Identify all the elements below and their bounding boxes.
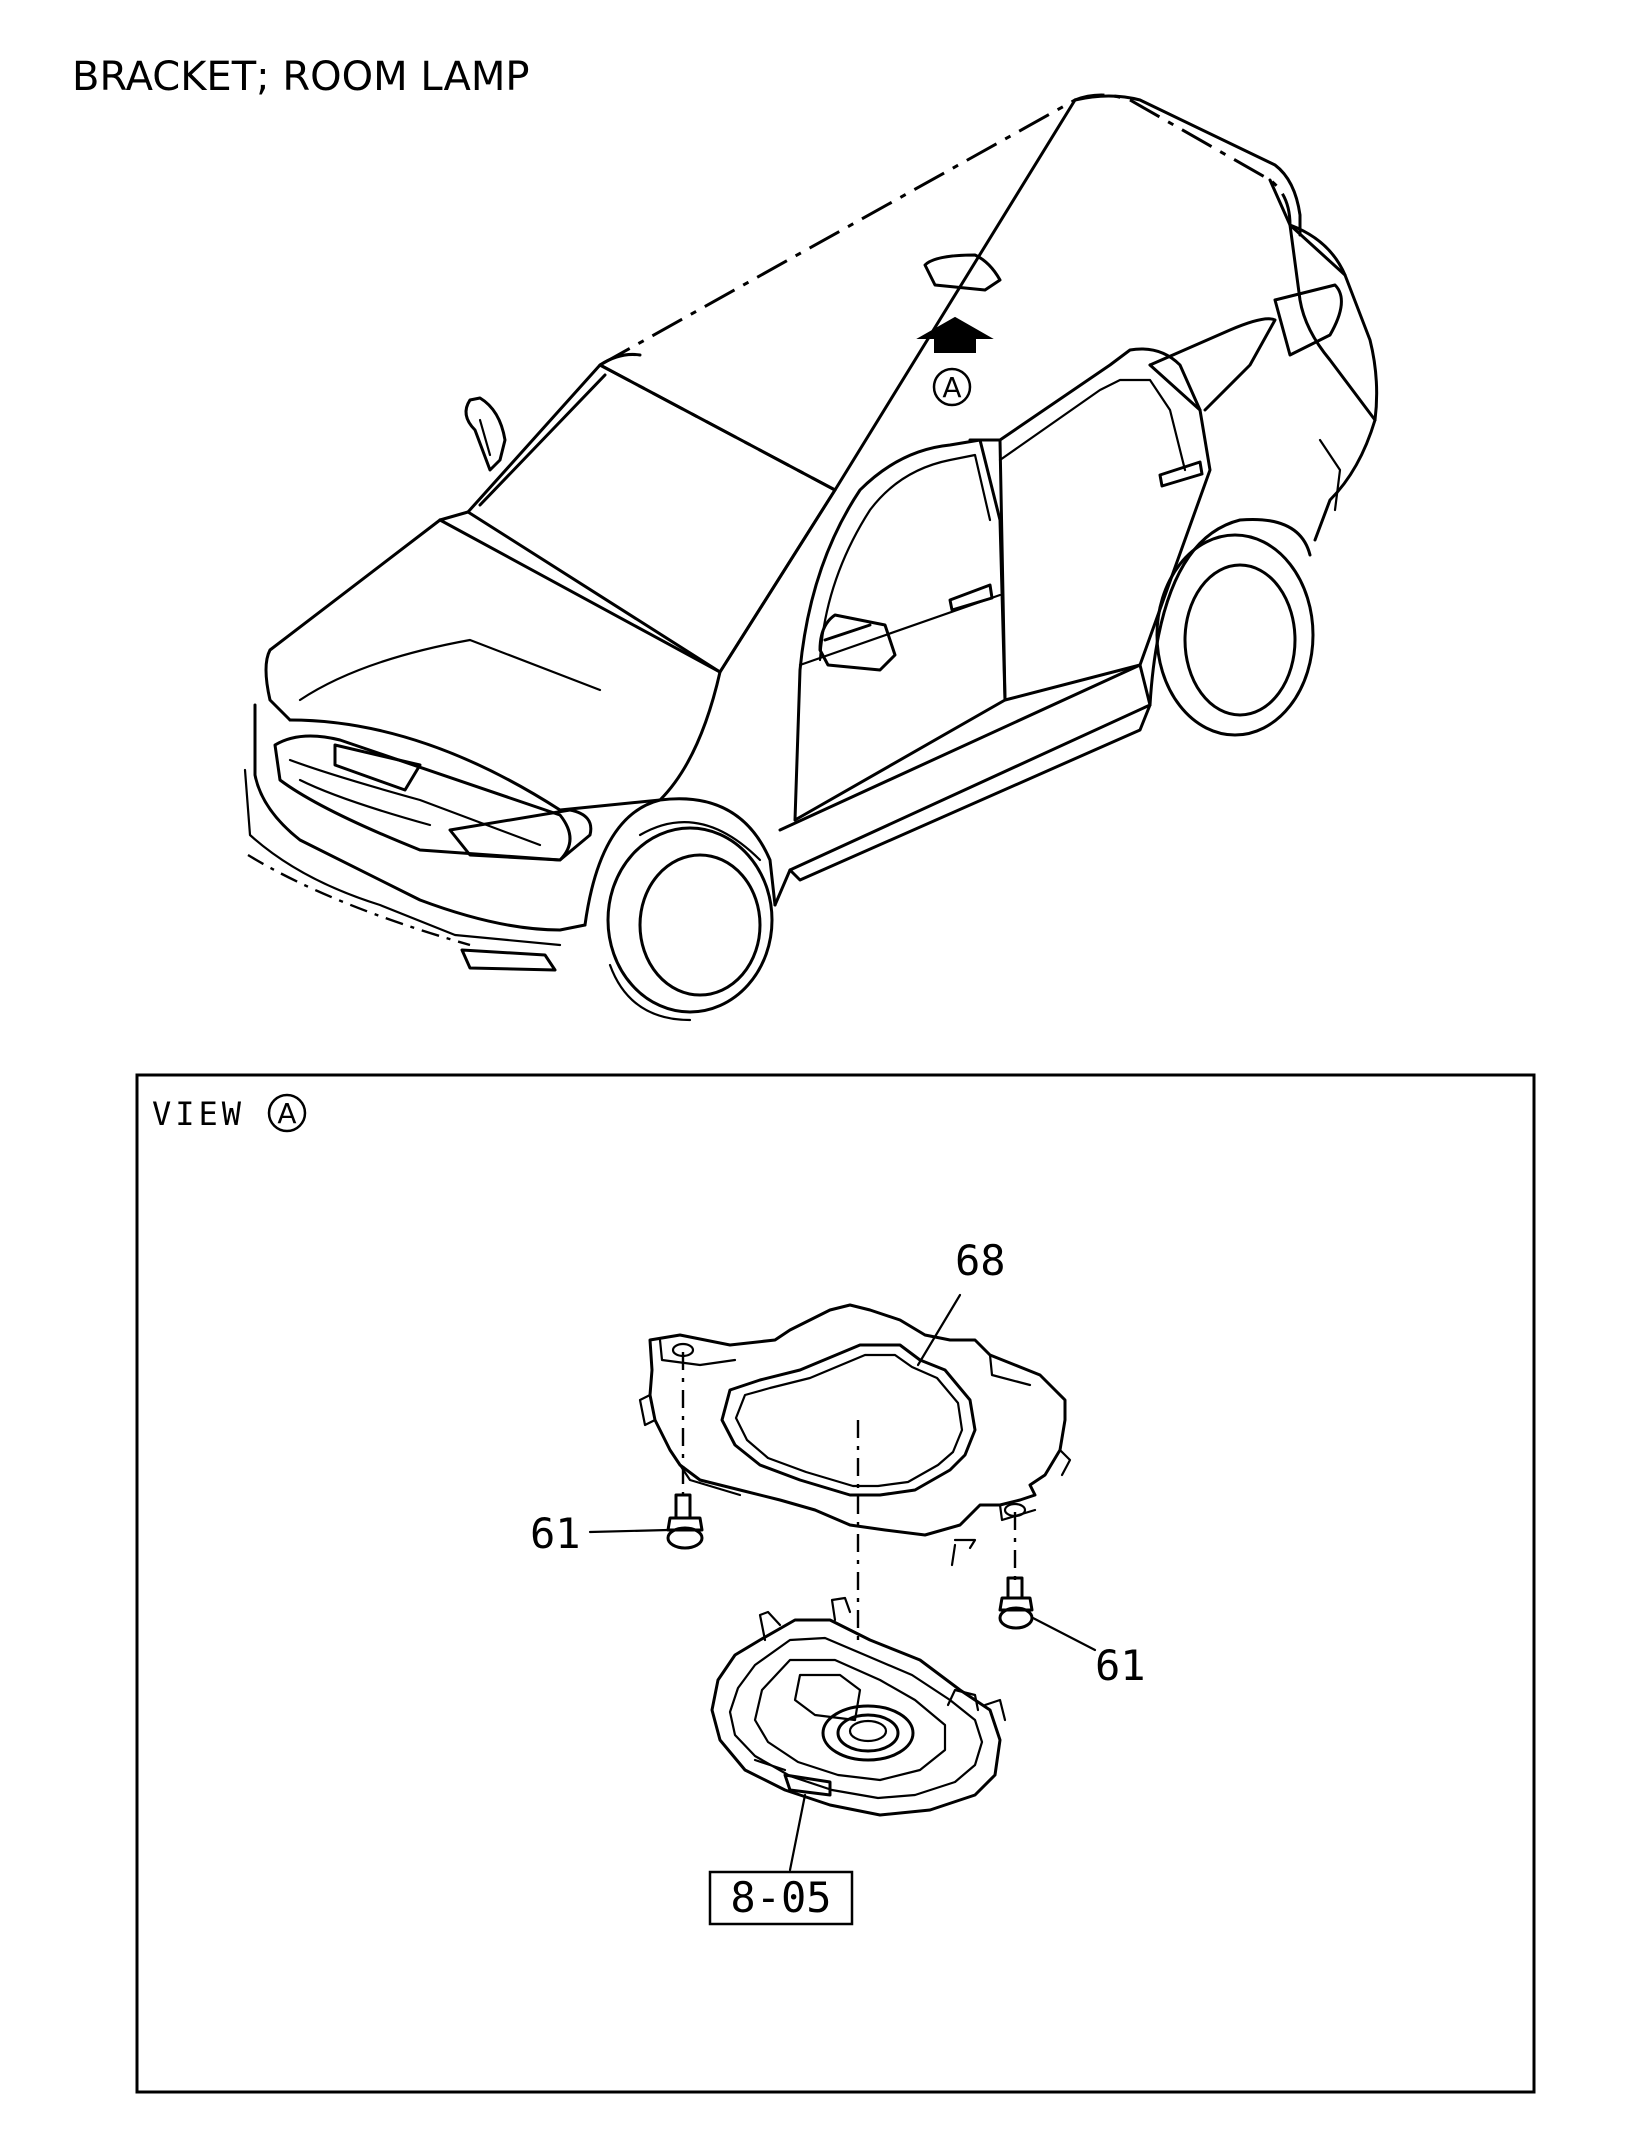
callout-68: 68	[955, 1236, 1006, 1285]
callout-box-8-05	[708, 1870, 854, 1926]
callout-61-left: 61	[530, 1509, 581, 1558]
vehicle-illustration	[243, 93, 1379, 1022]
callout-8-05: 8-05	[730, 1873, 831, 1922]
screw-right	[998, 1512, 1034, 1630]
view-marker-letter: A	[942, 371, 961, 404]
view-heading: VIEW A	[152, 1093, 307, 1133]
view-marker-circle: A	[932, 367, 972, 407]
view-label-letter: A	[277, 1097, 296, 1130]
arrow-up-icon	[916, 316, 994, 353]
screw-left	[666, 1352, 704, 1550]
room-lamp-part	[710, 1538, 1007, 1817]
bracket-part	[638, 1303, 1072, 1537]
view-label: VIEW	[152, 1095, 245, 1133]
page-title: BRACKET; ROOM LAMP	[72, 54, 530, 100]
view-frame	[135, 1073, 1536, 2094]
callout-61-right: 61	[1095, 1641, 1146, 1690]
